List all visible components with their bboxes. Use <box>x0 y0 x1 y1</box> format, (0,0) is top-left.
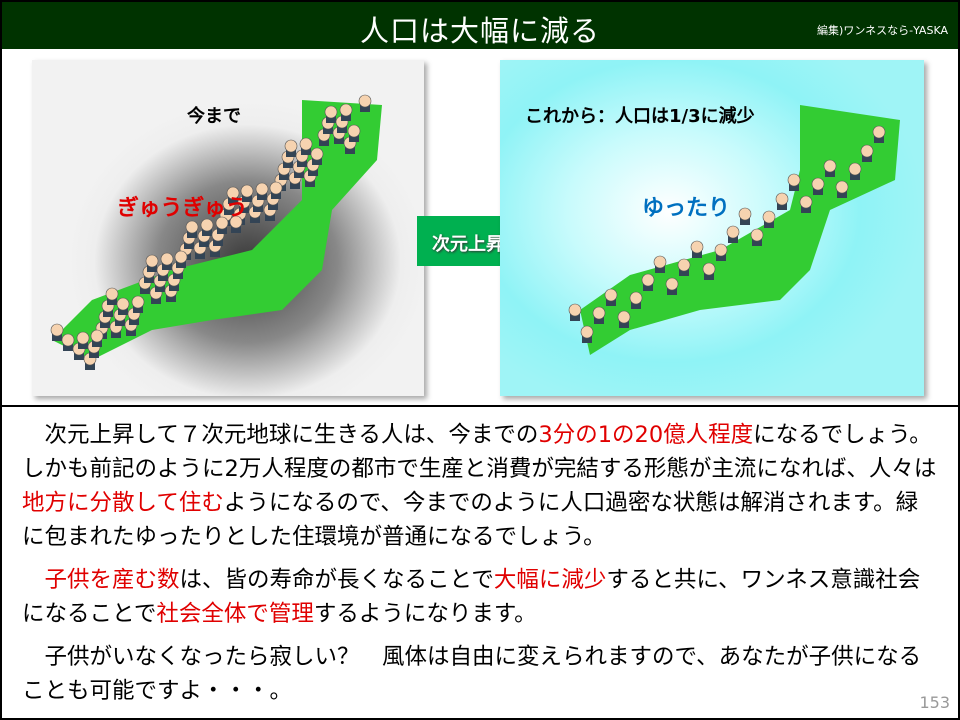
page-number: 153 <box>919 693 950 712</box>
before-caption: 今まで <box>187 106 241 127</box>
person-icon <box>580 325 594 343</box>
before-image: 今まで ぎゅうぎゅう <box>32 60 424 396</box>
person-icon <box>714 243 728 261</box>
person-icon <box>835 180 849 198</box>
emphasis-text: 社会全体で管理 <box>156 601 314 627</box>
person-icon <box>284 139 298 157</box>
paragraph-1: 次元上昇して７次元地球に生きる人は、今までの3分の1の20億人程度になるでしょう… <box>22 418 937 554</box>
person-icon <box>185 220 199 238</box>
text-run: すると共に、ワンネス意識社会になることで <box>22 567 921 627</box>
person-icon <box>339 103 353 121</box>
person-icon <box>641 273 655 291</box>
paragraph-3: 子供がいなくなったら寂しい？ 風体は自由に変えられますので、あなたが子供になるこ… <box>22 640 937 708</box>
person-icon <box>604 288 618 306</box>
person-icon <box>131 295 145 313</box>
spacious-label: ゆったり <box>642 196 731 221</box>
paragraph-2: 子供を産む数は、皆の寿命が長くなることで大幅に減少すると共に、ワンネス意識社会に… <box>22 563 937 631</box>
person-icon <box>762 210 776 228</box>
person-icon <box>690 240 704 258</box>
divider <box>2 405 958 407</box>
person-icon <box>677 258 691 276</box>
credit-text: 編集)ワンネスなら-YASKA <box>817 24 948 37</box>
person-icon <box>145 254 159 272</box>
person-icon <box>255 182 269 200</box>
person-icon <box>310 147 324 165</box>
emphasis-text: 3分の1の20億人程度 <box>538 422 754 448</box>
person-icon <box>90 329 104 347</box>
person-icon <box>568 303 582 321</box>
person-icon <box>358 94 372 112</box>
text-run: になるでしょう。しかも前記のように2万人程度の都市で生産と消費が完結する形態が主… <box>22 422 937 482</box>
text-run: 子供がいなくなったら寂しい？ 風体は自由に変えられますので、あなたが子供になるこ… <box>22 644 922 704</box>
person-icon <box>823 159 837 177</box>
person-icon <box>775 192 789 210</box>
person-icon <box>811 177 825 195</box>
page-title: 人口は大幅に減る <box>359 14 600 48</box>
person-icon <box>726 225 740 243</box>
after-image: これから：人口は1/3に減少 ゆったり <box>500 60 924 396</box>
body-text: 次元上昇して７次元地球に生きる人は、今までの3分の1の20億人程度になるでしょう… <box>22 418 937 717</box>
person-icon <box>738 207 752 225</box>
person-icon <box>200 218 214 236</box>
person-icon <box>799 195 813 213</box>
person-icon <box>76 331 90 349</box>
person-icon <box>702 262 716 280</box>
crowded-label: ぎゅうぎゅう <box>117 196 248 221</box>
text-run: するようになります。 <box>313 601 537 627</box>
person-icon <box>347 124 361 142</box>
person-icon <box>116 297 130 315</box>
person-icon <box>61 333 75 351</box>
emphasis-text: 子供を産む数 <box>44 567 180 593</box>
text-run: ようになるので、今までのように人口過密な状態は解消されます。緑に包まれたゆったり… <box>22 490 919 550</box>
after-caption: これから：人口は1/3に減少 <box>525 106 755 127</box>
text-run: は、皆の寿命が長くなることで <box>179 567 494 593</box>
person-icon <box>860 144 874 162</box>
person-icon <box>240 184 254 202</box>
person-icon <box>665 277 679 295</box>
person-icon <box>105 287 119 305</box>
person-icon <box>160 252 174 270</box>
title-bar: 人口は大幅に減る 編集)ワンネスなら-YASKA <box>2 2 958 49</box>
person-icon <box>617 310 631 328</box>
emphasis-text: 大幅に減少 <box>493 567 607 593</box>
person-icon <box>299 137 313 155</box>
crowded-japan-map <box>50 94 382 370</box>
person-icon <box>872 125 886 143</box>
person-icon <box>592 306 606 324</box>
person-icon <box>653 255 667 273</box>
arrow-label: 次元上昇 <box>432 234 504 255</box>
person-icon <box>750 228 764 246</box>
person-icon <box>629 291 643 309</box>
person-icon <box>226 186 240 204</box>
emphasis-text: 地方に分散して住む <box>22 490 224 516</box>
person-icon <box>229 215 243 233</box>
person-icon <box>269 181 283 199</box>
text-run: 次元上昇して７次元地球に生きる人は、今までの <box>44 422 539 448</box>
person-icon <box>215 216 229 234</box>
spacious-japan-map <box>568 105 900 355</box>
person-icon <box>324 105 338 123</box>
person-icon <box>787 173 801 191</box>
person-icon <box>848 162 862 180</box>
person-icon <box>50 323 64 341</box>
person-icon <box>174 250 188 268</box>
